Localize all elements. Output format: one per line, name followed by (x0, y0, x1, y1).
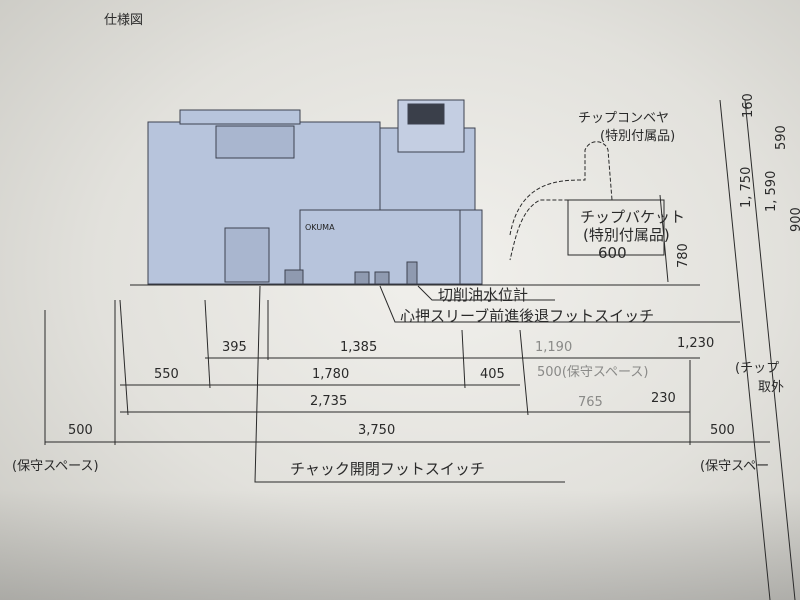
dim-550: 550 (154, 367, 179, 382)
chip-conveyor-label: チップコンベヤ (578, 111, 670, 126)
machine-brand: OKUMA (305, 223, 335, 232)
dim-1590: 1, 590 (764, 170, 779, 212)
dim-1385: 1,385 (340, 340, 378, 355)
dim-1190: 1,190 (535, 340, 573, 355)
dim-1750: 1, 750 (739, 166, 754, 208)
chip-bucket-note: (特別付属品) (583, 226, 670, 244)
dim-1230: 1,230 (677, 336, 715, 351)
dim-900: 900 (789, 207, 800, 232)
dim-600: 600 (598, 244, 627, 262)
dim-230: 230 (651, 391, 676, 406)
chip-removal-note-1: (チップ (735, 361, 780, 376)
maint-space-right: (保守スペー (700, 459, 770, 474)
maint-space-mid: 500(保守スペース) (537, 365, 649, 380)
chip-bucket-label: チップバケット (580, 208, 686, 226)
page-shadow (0, 490, 800, 600)
dim-3750: 3,750 (358, 423, 396, 438)
dim-405: 405 (480, 367, 505, 382)
dim-1780: 1,780 (312, 367, 350, 382)
chuck-switch-label: チャック開閉フットスイッチ (290, 460, 485, 478)
maint-space-left: (保守スペース) (12, 459, 99, 474)
dim-500-left: 500 (68, 423, 93, 438)
dim-500-right: 500 (710, 423, 735, 438)
chip-conveyor-note: (特別付属品) (600, 129, 676, 144)
coolant-gauge-label: 切削油水位計 (438, 286, 529, 304)
machine-drawing (147, 99, 483, 285)
chip-removal-note-2: 取外 (758, 380, 785, 395)
tailstock-switch-label: 心押スリーブ前進後退フットスイッチ (400, 307, 655, 325)
dim-160: 160 (741, 93, 756, 118)
dim-395: 395 (222, 340, 247, 355)
page-title: 仕様図 (104, 13, 144, 28)
dim-590: 590 (774, 125, 789, 150)
dim-2735: 2,735 (310, 394, 348, 409)
dim-780: 780 (676, 243, 691, 268)
dim-765: 765 (578, 395, 603, 410)
